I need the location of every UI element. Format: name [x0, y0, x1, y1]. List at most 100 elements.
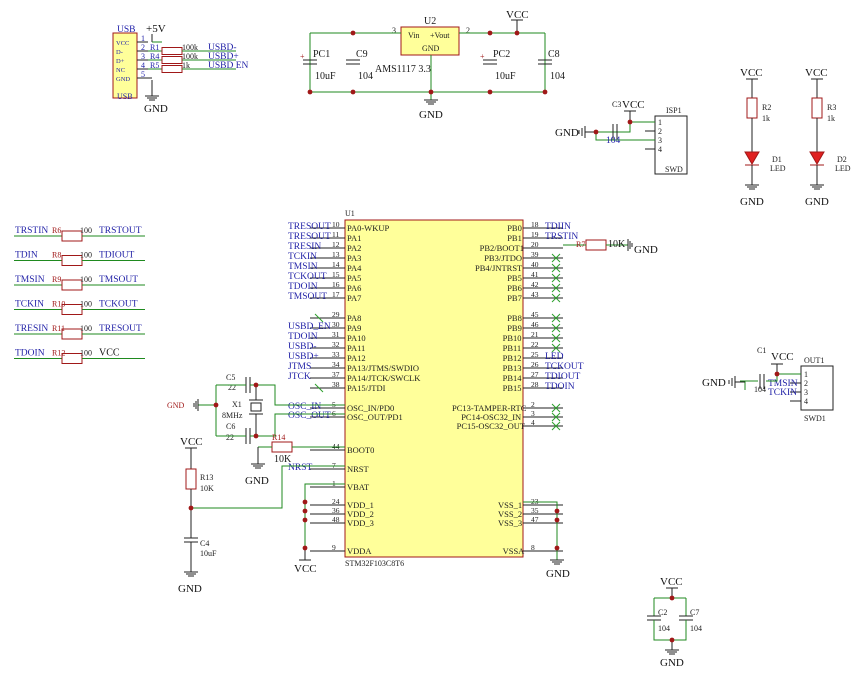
mcu-right-pin-name: PC14-OSC32_IN: [461, 412, 521, 422]
mcu-left-nc: [314, 383, 324, 393]
isp-pin-number: 4: [658, 145, 662, 154]
u2-pin3: 3: [392, 26, 396, 35]
isp-pin-number: 1: [658, 118, 662, 127]
c2-ref: C2: [658, 608, 667, 617]
led-resistor: [811, 97, 823, 119]
mcu-left-pin-name: PA15/JTDI: [347, 383, 386, 393]
mcu-left-pin-name: PA2: [347, 243, 361, 253]
jtag-out-net: TDIOUT: [99, 251, 135, 261]
mcu-right-pin-name: PC15-OSC32_OUT: [457, 421, 526, 431]
usb-pin-number: 5: [141, 70, 145, 79]
supply-pins: VCC GND: [294, 483, 570, 580]
mcu-right-pin-number: 21: [531, 330, 539, 339]
mcu-right-nc: [551, 273, 561, 283]
usb-res-ref: R5: [150, 61, 159, 70]
mcu-right-net: TCKOUT: [545, 362, 584, 372]
x1-val: 8MHz: [222, 411, 243, 420]
out1-pin-number: 3: [804, 388, 808, 397]
vss-gnd: GND: [546, 568, 570, 580]
reg-gnd-label: GND: [419, 109, 443, 121]
mcu-left-pin-name: BOOT0: [347, 445, 374, 455]
mcu-right-pin-name: PB6: [507, 283, 522, 293]
boot-gnd: GND: [245, 475, 269, 487]
mcu-right-pin-name: VSS_2: [498, 509, 522, 519]
mcu-left-pin-name: VDDA: [347, 546, 372, 556]
c4-ref: C4: [200, 539, 209, 548]
led-vcc-label: VCC: [805, 67, 828, 79]
c2-val: 104: [658, 624, 670, 633]
reg-vcc-label: VCC: [506, 9, 529, 21]
mcu-left-pin-name: NRST: [347, 464, 370, 474]
jtag-val: 100: [80, 300, 92, 309]
led-res-val: 1k: [827, 114, 835, 123]
mcu-right-pin-number: 46: [531, 320, 539, 329]
led-res-ref: R3: [827, 103, 836, 112]
jtag-in-net: TDOIN: [15, 349, 45, 359]
mcu-right-pin-name: VSS_3: [498, 518, 522, 528]
mcu-left-pin-name: PA4: [347, 263, 362, 273]
mcu-right-net: TDOIN: [545, 382, 575, 392]
x1-ref: X1: [232, 400, 242, 409]
mcu-right-pin-number: 39: [531, 250, 539, 259]
reg-cap-polarity: +: [480, 52, 485, 61]
r13-val: 10K: [200, 484, 214, 493]
mcu-left-net: JTMS: [288, 362, 311, 372]
mcu-right-pin-number: 28: [531, 380, 539, 389]
c5-val: 22: [228, 383, 236, 392]
mcu-left-pin-name: VDD_1: [347, 500, 374, 510]
jtag-out-net: TMSOUT: [99, 275, 138, 285]
mcu-right-pin-name: PB10: [503, 333, 522, 343]
mcu-right-pin-number: 47: [531, 515, 539, 524]
led-resistor: [746, 97, 758, 119]
reset-block: VCC R13 10K C4 10uF GND: [178, 436, 345, 595]
bypass-caps: VCC GND C2 104 C7 104: [647, 576, 702, 669]
mcu-left-pin-number: 38: [332, 380, 340, 389]
led-diode: [809, 151, 825, 165]
reg-cap-val: 104: [358, 71, 373, 82]
out1-pin-number: 2: [804, 379, 808, 388]
mcu-left-pin-name: PA1: [347, 233, 361, 243]
mcu-left-pin-name: OSC_IN/PD0: [347, 403, 394, 413]
usb-gnd-label: GND: [144, 103, 168, 115]
usb-res-val: 100k: [182, 52, 198, 61]
mcu-left-pin-name: PA0-WKUP: [347, 223, 389, 233]
c3-val: 104: [606, 136, 621, 146]
mcu-left-net: USBD_EN: [288, 322, 331, 332]
reg-cap-val: 104: [550, 71, 565, 82]
mcu-left-nc: [314, 313, 324, 323]
mcu-right-pin-name: PB5: [507, 273, 522, 283]
r7-gnd: GND: [634, 244, 658, 256]
mcu-left-pin-name: PA6: [347, 283, 361, 293]
mcu-left-net: TCKOUT: [288, 272, 327, 282]
reg-cap-ref: C9: [356, 49, 368, 60]
led-val: LED: [770, 164, 786, 173]
out1-net: TCKIN: [768, 388, 797, 398]
mcu-right-nc: [551, 253, 561, 263]
mcu-left-pin-name: PA7: [347, 293, 361, 303]
mcu-right-pin-name: PB11: [503, 343, 522, 353]
mcu-right-pin-name: PB3/JTDO: [484, 253, 522, 263]
c4-val: 10uF: [200, 549, 217, 558]
mcu-right-pin-name: PB1: [507, 233, 522, 243]
mcu-left-pin-number: 10: [332, 220, 340, 229]
mcu-right-pin-name: PC13-TAMPER-RTC: [452, 403, 527, 413]
mcu-left-pin-number: 31: [332, 330, 340, 339]
mcu-left-pin-number: 30: [332, 320, 340, 329]
usb-res-ref: R1: [150, 43, 159, 52]
out1-pin-number: 1: [804, 370, 808, 379]
mcu-left-pin-name: PA14/JTCK/SWCLK: [347, 373, 421, 383]
mcu-right-pin-number: 35: [531, 506, 539, 515]
mcu-right-pin-number: 27: [531, 370, 539, 379]
mcu-left-pin-name: PA10: [347, 333, 366, 343]
mcu-right-pin-number: 4: [531, 418, 535, 427]
reset-gnd: GND: [178, 583, 202, 595]
mcu-right-nc: [551, 333, 561, 343]
mcu-right-nc: [551, 343, 561, 353]
mcu-left-net: TCKIN: [288, 252, 317, 262]
usb-resistor: [161, 65, 183, 73]
mcu-left-pin-number: 13: [332, 250, 340, 259]
mcu-right-pin-name: PB7: [507, 293, 522, 303]
usb-net-label: USBD-: [208, 43, 237, 53]
out1-ref: OUT1: [804, 356, 824, 365]
